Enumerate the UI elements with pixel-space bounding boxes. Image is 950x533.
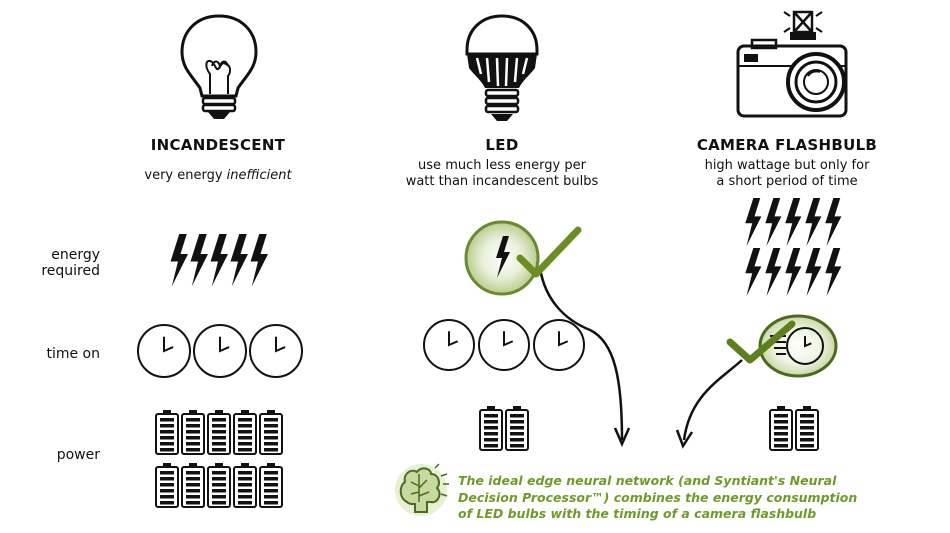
caption-line: of LED bulbs with the timing of a camera… [458,506,817,521]
battery-icon [795,406,819,451]
row-label-power: power [56,447,100,463]
battery-icon [233,410,257,455]
led-bulb-icon [465,14,539,121]
clock-icon [423,319,475,371]
row-label-time: time on [46,346,100,362]
incandescent-desc-text: very energy [144,168,227,183]
incandescent-title: INCANDESCENT [150,136,286,154]
clock-icon [786,327,824,365]
camera-icon [736,10,848,118]
lightning-bolt-icon [765,248,782,297]
clock-icon [193,324,247,378]
lightning-bolt-icon [765,198,782,247]
led-arrow-head [613,427,631,448]
lightning-bolt-icon [805,198,822,247]
battery-icon [505,406,529,451]
row-label-line: required [41,263,100,279]
battery-icon [181,463,205,508]
row-label-line: energy [51,247,100,263]
lightning-bolt-icon [745,248,762,297]
lightning-bolt-icon [250,234,268,287]
battery-icon [207,410,231,455]
flashbulb-arrow [682,359,743,441]
battery-icon [259,410,283,455]
battery-icon [259,463,283,508]
flashbulb-desc-line: high wattage but only for [704,158,870,173]
battery-icon [155,410,179,455]
lightning-bolt-icon [230,234,248,287]
battery-icon [181,410,205,455]
battery-icon [233,463,257,508]
battery-icon [479,406,503,451]
flashbulb-checkmark [726,320,796,364]
led-desc-line: use much less energy per [418,158,586,173]
clock-icon [137,324,191,378]
lightning-bolt-icon [785,198,802,247]
flashbulb-arrow-head [675,429,694,449]
lightning-bolt-icon [825,198,842,247]
incandescent-description: very energy inefficient [118,168,318,184]
lightning-bolt-icon [745,198,762,247]
caption-line: The ideal edge neural network (and Synti… [458,473,837,488]
battery-icon [769,406,793,451]
clock-icon [533,319,585,371]
battery-icon [207,463,231,508]
clock-icon [249,324,303,378]
lightning-bolt-icon [496,236,510,278]
led-checkmark [516,226,582,278]
caption-line: Decision Processor™) combines the energy… [458,489,858,505]
flashbulb-title: CAMERA FLASHBULB [696,136,878,154]
lightning-bolt-icon [190,234,208,287]
brain-chip-icon [395,463,449,516]
conclusion-caption: The ideal edge neural network (and Synti… [458,473,928,523]
flashbulb-desc-line: a short period of time [716,174,858,189]
led-arrow [538,267,624,441]
lightning-bolt-icon [825,248,842,297]
row-label-energy: energy required [10,247,100,279]
battery-icon [155,463,179,508]
lightning-bolt-icon [785,248,802,297]
incandescent-bulb-icon [180,14,258,119]
lightning-bolt-icon [805,248,822,297]
clock-icon [478,319,530,371]
led-description: use much less energy per watt than incan… [392,158,612,190]
flashbulb-description: high wattage but only for a short period… [682,158,892,190]
incandescent-desc-emphasis: inefficient [226,168,292,183]
lightning-bolt-icon [210,234,228,287]
led-desc-line: watt than incandescent bulbs [405,174,599,189]
lightning-bolt-icon [170,234,188,287]
led-title: LED [485,136,519,154]
